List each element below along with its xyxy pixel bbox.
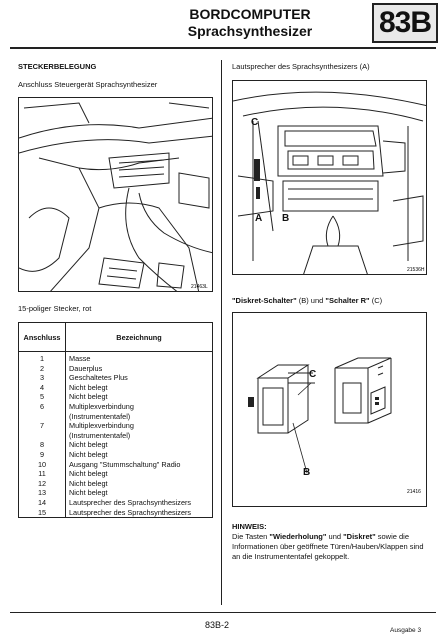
switches-caption: "Diskret-Schalter" (B) und "Schalter R" … xyxy=(232,296,382,306)
pin-description: Ausgang "Stummschaltung" Radio xyxy=(65,459,213,470)
label-c: C xyxy=(251,117,258,128)
pin-description: Multiplexverbindung xyxy=(65,401,213,412)
note-part3: sowie die Informationen über geöffnete T… xyxy=(232,532,424,561)
pin-description: Nicht belegt xyxy=(65,440,213,450)
label-b: B xyxy=(282,213,289,224)
pin-number xyxy=(18,411,66,422)
table-row: (Instrumententafel) xyxy=(18,430,213,441)
pin-description: Nicht belegt xyxy=(65,392,213,402)
section-heading: STECKERBELEGUNG xyxy=(18,62,97,71)
dashboard-figure: C A B 21536H xyxy=(232,80,427,275)
column-divider xyxy=(221,60,222,605)
pin-description: Nicht belegt xyxy=(65,469,213,479)
note-part2: und xyxy=(326,532,344,541)
note-heading: HINWEIS: xyxy=(232,522,267,531)
page-title: BORDCOMPUTER xyxy=(189,6,311,22)
chapter-badge: 83B xyxy=(372,3,438,43)
pin-number: 7 xyxy=(18,421,66,431)
column-header-pin: Anschluss xyxy=(18,322,66,352)
pin-number: 8 xyxy=(18,440,66,450)
pin-number: 14 xyxy=(18,497,66,508)
pin-number: 4 xyxy=(18,382,66,393)
pin-description: Dauerplus xyxy=(65,363,213,374)
page-number: 83B-2 xyxy=(205,620,230,630)
pin-number xyxy=(18,430,66,441)
switches-caption-part4: (C) xyxy=(369,296,383,305)
pin-number: 12 xyxy=(18,478,66,489)
pin-description: Multiplexverbindung xyxy=(65,421,213,431)
switches-caption-part2: (B) und xyxy=(296,296,326,305)
edition-label: Ausgabe 3 xyxy=(390,627,422,634)
footer-rule xyxy=(10,612,436,613)
pin-number: 11 xyxy=(18,469,66,479)
pin-description: Geschaltetes Plus xyxy=(65,373,213,383)
pin-description: Lautsprecher des Sprachsynthesizers xyxy=(65,507,213,519)
pin-number: 5 xyxy=(18,392,66,402)
note-bold2: "Diskret" xyxy=(343,532,376,541)
pin-description: Lautsprecher des Sprachsynthesizers xyxy=(65,497,213,508)
page-header: BORDCOMPUTER Sprachsynthesizer 83B xyxy=(0,0,443,48)
page-subtitle: Sprachsynthesizer xyxy=(187,23,313,39)
pin-description: (Instrumententafel) xyxy=(65,430,213,441)
pin-number: 6 xyxy=(18,401,66,412)
note-text: Die Tasten "Wiederholung" und "Diskret" … xyxy=(232,532,432,562)
note-part1: Die Tasten xyxy=(232,532,270,541)
switches-caption-part1: "Diskret-Schalter" xyxy=(232,296,297,305)
connector-label: 15-poliger Stecker, rot xyxy=(18,304,92,313)
pin-description: Nicht belegt xyxy=(65,478,213,489)
switches-figure: C B 21416 xyxy=(232,312,427,507)
connector-figure: 21463L xyxy=(18,97,213,292)
pin-description: Nicht belegt xyxy=(65,449,213,460)
engine-bay-drawing: 21463L xyxy=(19,102,212,291)
figure-ref: 21416 xyxy=(407,489,421,495)
pin-number: 2 xyxy=(18,363,66,374)
table-row: (Instrumententafel) xyxy=(18,411,213,422)
note-bold1: "Wiederholung" xyxy=(269,532,327,541)
note-block: HINWEIS: Die Tasten "Wiederholung" und "… xyxy=(232,522,432,562)
figure-caption-connector: Anschluss Steuergerät Sprachsynthesizer xyxy=(18,80,158,89)
pin-number: 9 xyxy=(18,449,66,460)
pin-description: Masse xyxy=(65,351,213,364)
column-header-description: Bezeichnung xyxy=(65,322,213,352)
title-block: BORDCOMPUTER Sprachsynthesizer xyxy=(160,6,340,40)
label-a: A xyxy=(255,213,262,224)
pin-number: 15 xyxy=(18,507,66,519)
pin-description: Nicht belegt xyxy=(65,382,213,393)
pin-number: 1 xyxy=(18,351,66,364)
figure-caption-speaker: Lautsprecher des Sprachsynthesizers (A) xyxy=(232,62,370,71)
label-b: B xyxy=(303,467,310,478)
pin-number: 10 xyxy=(18,459,66,470)
header-rule xyxy=(10,47,436,49)
pin-description: Nicht belegt xyxy=(65,488,213,498)
label-c: C xyxy=(309,369,316,380)
figure-ref: 21536H xyxy=(407,267,425,273)
pin-number: 13 xyxy=(18,488,66,498)
pin-number: 3 xyxy=(18,373,66,383)
figure-ref: 21463L xyxy=(191,284,208,290)
dashboard-drawing: C A B 21536H xyxy=(233,91,426,274)
switches-drawing: C B 21416 xyxy=(248,357,421,495)
switches-caption-part3: "Schalter R" xyxy=(325,296,370,305)
pin-description: (Instrumententafel) xyxy=(65,411,213,422)
